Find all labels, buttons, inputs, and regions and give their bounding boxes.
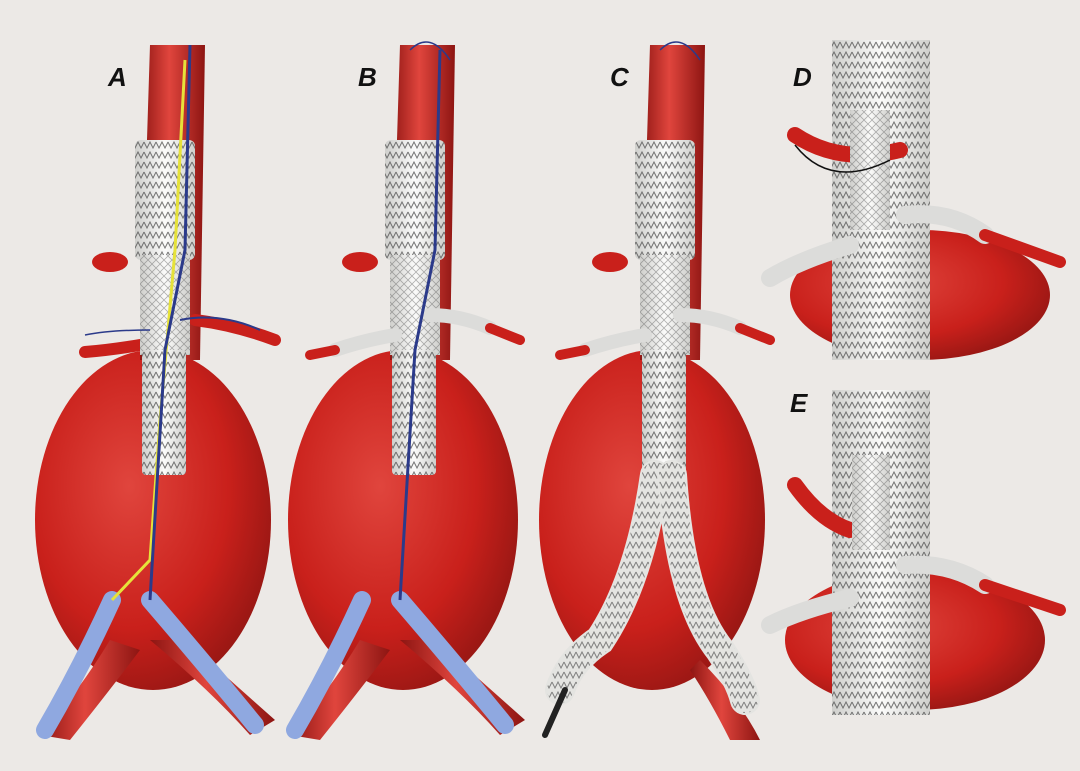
renal-bridge-left <box>761 236 859 287</box>
panel-a: A <box>35 44 281 740</box>
blue-catheter <box>148 44 192 601</box>
celiac-trunk <box>92 252 128 272</box>
panel-label-b: B <box>358 62 377 92</box>
panel-e: E <box>761 388 1066 715</box>
aneurysm-sac <box>288 350 518 690</box>
guidewire-loop <box>409 41 451 61</box>
renal-right <box>189 314 281 346</box>
bridging-stent-left <box>578 328 652 357</box>
bridging-stent-right <box>423 308 497 335</box>
left-sheath <box>286 591 371 739</box>
guidewire-loop <box>659 41 701 61</box>
guidewire-curve <box>794 144 891 173</box>
renal-bridge-right <box>896 205 994 244</box>
bridging-stent-right <box>673 308 747 335</box>
panel-label-d: D <box>793 62 812 92</box>
panel-label-c: C <box>610 62 630 92</box>
left-sheath <box>36 591 121 739</box>
celiac-vessel <box>787 477 858 538</box>
renal-bridge-left <box>761 589 859 634</box>
branch-wire-right <box>179 316 261 331</box>
panel-label-e: E <box>790 388 808 418</box>
renal-bridge-right <box>896 555 994 594</box>
renal-left <box>79 339 146 358</box>
right-sheath <box>391 591 514 734</box>
left-iliac <box>290 640 390 740</box>
left-iliac <box>40 640 140 740</box>
celiac-trunk <box>342 252 378 272</box>
panel-b: B <box>286 41 525 740</box>
delivery-catheter <box>542 687 568 738</box>
panel-d: D <box>761 40 1066 360</box>
celiac-trunk <box>592 252 628 272</box>
blue-catheter <box>398 49 442 601</box>
right-sheath <box>141 591 264 734</box>
panel-label-a: A <box>107 62 127 92</box>
panel-c: C <box>539 41 775 740</box>
branch-wire-left <box>84 329 151 336</box>
bridging-stent-left <box>328 328 402 357</box>
right-iliac <box>690 660 760 740</box>
